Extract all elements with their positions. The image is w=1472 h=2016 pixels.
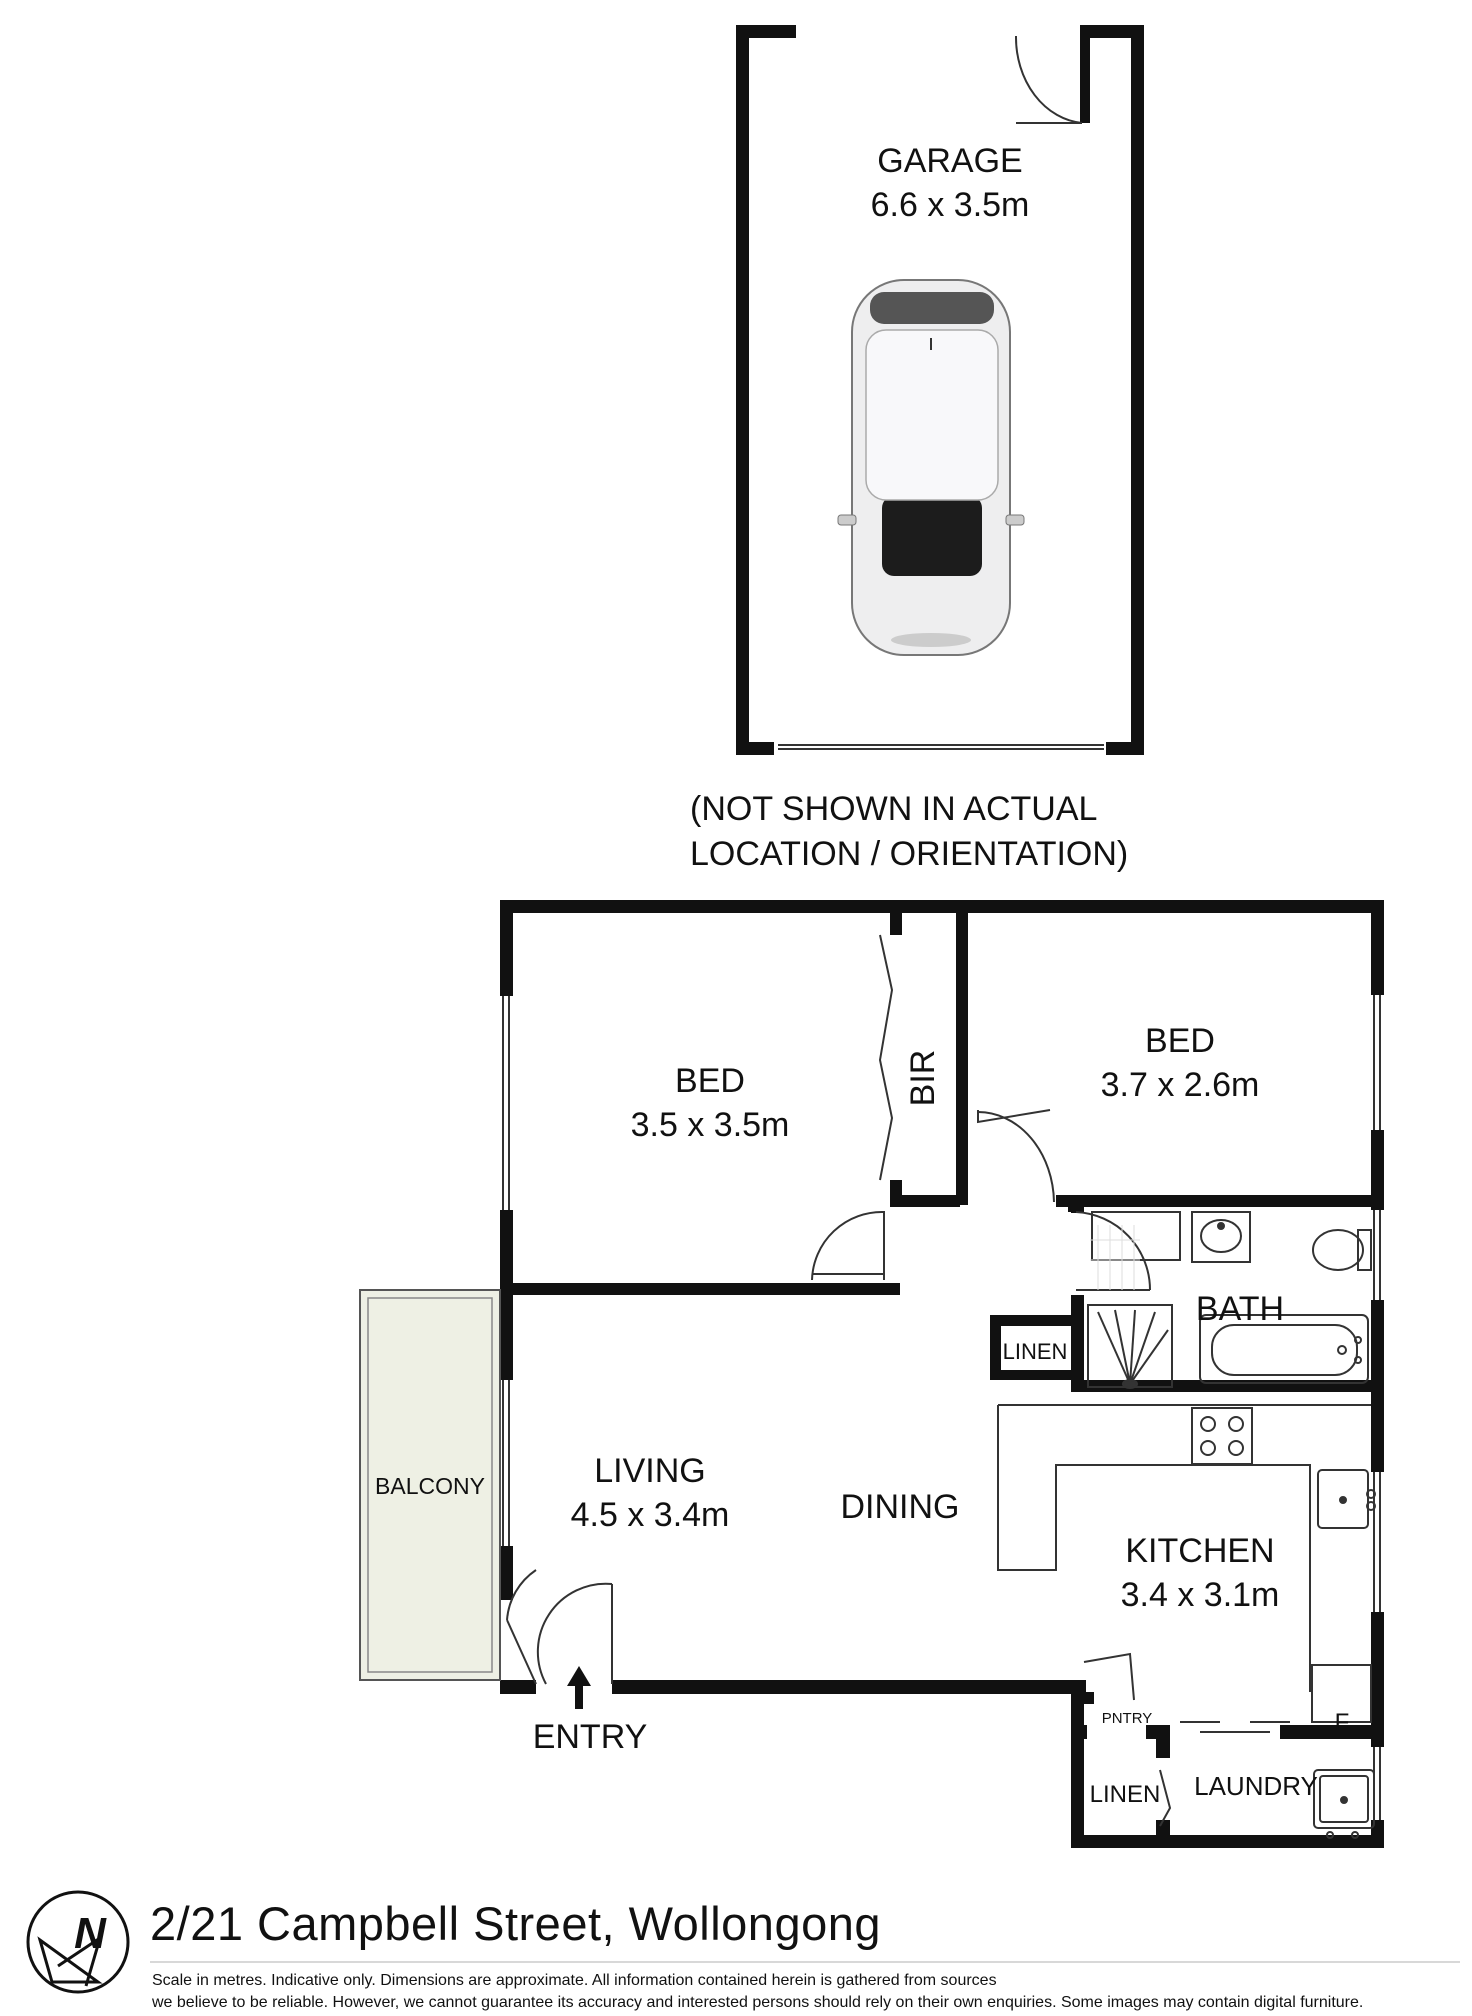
balcony-area (359, 1289, 501, 1681)
garage-label: GARAGE (877, 142, 1023, 180)
linen-label: LINEN (1002, 1339, 1068, 1364)
garage-size: 6.6 x 3.5m (870, 186, 1030, 224)
property-address: 2/21 Campbell Street, Wollongong (150, 1897, 882, 1950)
doors (506, 934, 1290, 1827)
dining-label: DINING (840, 1488, 960, 1526)
fridge-label: F (1334, 1709, 1350, 1736)
bathroom-fixtures (1087, 1211, 1372, 1389)
garage-walls (736, 25, 1144, 755)
laundry-label: LAUNDRY (1194, 1771, 1318, 1801)
disclaimer-line2: we believe to be reliable. However, we c… (152, 1994, 1364, 2011)
kitchen-counters (997, 1404, 1372, 1723)
bir-label: BIR (904, 1049, 942, 1107)
garage-note-line1: (NOT SHOWN IN ACTUAL (690, 790, 1098, 828)
garage-note-line2: LOCATION / ORIENTATION) (690, 835, 1129, 873)
interior-walls (500, 913, 1384, 1840)
disclaimer-line1: Scale in metres. Indicative only. Dimens… (152, 1972, 997, 1989)
entry-arrow-icon (567, 1666, 591, 1709)
laundry-tub-icon (1313, 1769, 1375, 1839)
pantry-label: PNTRY (1101, 1710, 1153, 1727)
bed2-size: 3.7 x 2.6m (1100, 1066, 1260, 1104)
linen2-label: LINEN (1089, 1781, 1161, 1808)
living-label: LIVING (594, 1452, 706, 1490)
bath-label: BATH (1195, 1290, 1285, 1328)
bed1-size: 3.5 x 3.5m (630, 1106, 790, 1144)
bed1-label: BED (675, 1062, 745, 1100)
kitchen-label: KITCHEN (1125, 1532, 1275, 1570)
garage-door (778, 35, 1104, 750)
compass-icon (26, 1890, 130, 1994)
kitchen-sink-icon (1317, 1469, 1376, 1529)
bath-tile-floor (1090, 1225, 1140, 1290)
kitchen-size: 3.4 x 3.1m (1120, 1576, 1280, 1614)
bed2-label: BED (1145, 1022, 1215, 1060)
windows (502, 995, 1381, 1820)
car-icon (837, 279, 1025, 656)
living-size: 4.5 x 3.4m (570, 1496, 730, 1534)
balcony-label: BALCONY (375, 1473, 485, 1499)
cooktop-icon (1191, 1407, 1253, 1465)
entry-label: ENTRY (532, 1718, 648, 1756)
compass-north-label: N (74, 1909, 106, 1958)
